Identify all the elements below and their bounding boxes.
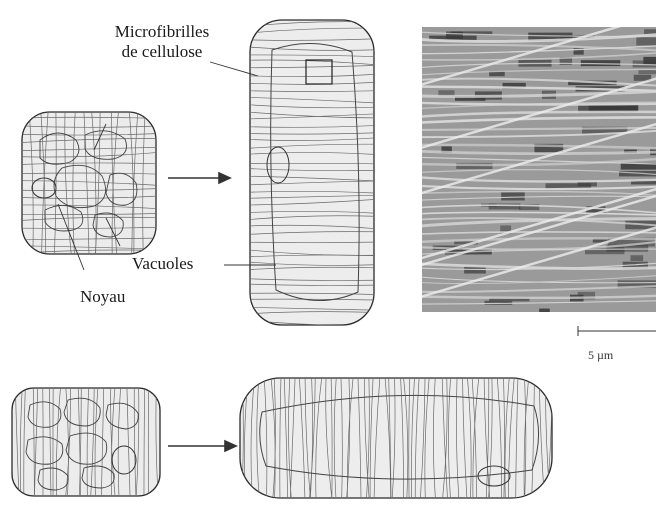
micrograph-shadow: [446, 32, 463, 40]
young-cell-bottom: [12, 386, 160, 498]
arrow-bottom: [168, 441, 236, 451]
young-cell-top: [20, 110, 160, 256]
micrograph-shadow: [501, 192, 525, 200]
microfibrils-label-line2: de cellulose: [92, 42, 232, 62]
micrograph: [420, 15, 656, 314]
vacuoles-label: Vacuoles: [132, 254, 193, 274]
arrow-top: [168, 173, 230, 183]
microfibrils-label-line1: Microfibrilles: [92, 22, 232, 42]
nucleus-label: Noyau: [80, 287, 125, 307]
micrograph-shadow: [638, 70, 656, 74]
scale-label: 5 µm: [588, 348, 613, 363]
elongated-cell-bottom: [240, 376, 552, 500]
micrograph-shadow: [636, 37, 656, 46]
micrograph-shadow: [630, 255, 643, 261]
scale-bar: [578, 326, 656, 336]
elongated-cell-top: [248, 20, 376, 326]
microfibrils-label: Microfibrilles de cellulose: [92, 22, 232, 62]
micrograph-shadow: [539, 309, 550, 315]
